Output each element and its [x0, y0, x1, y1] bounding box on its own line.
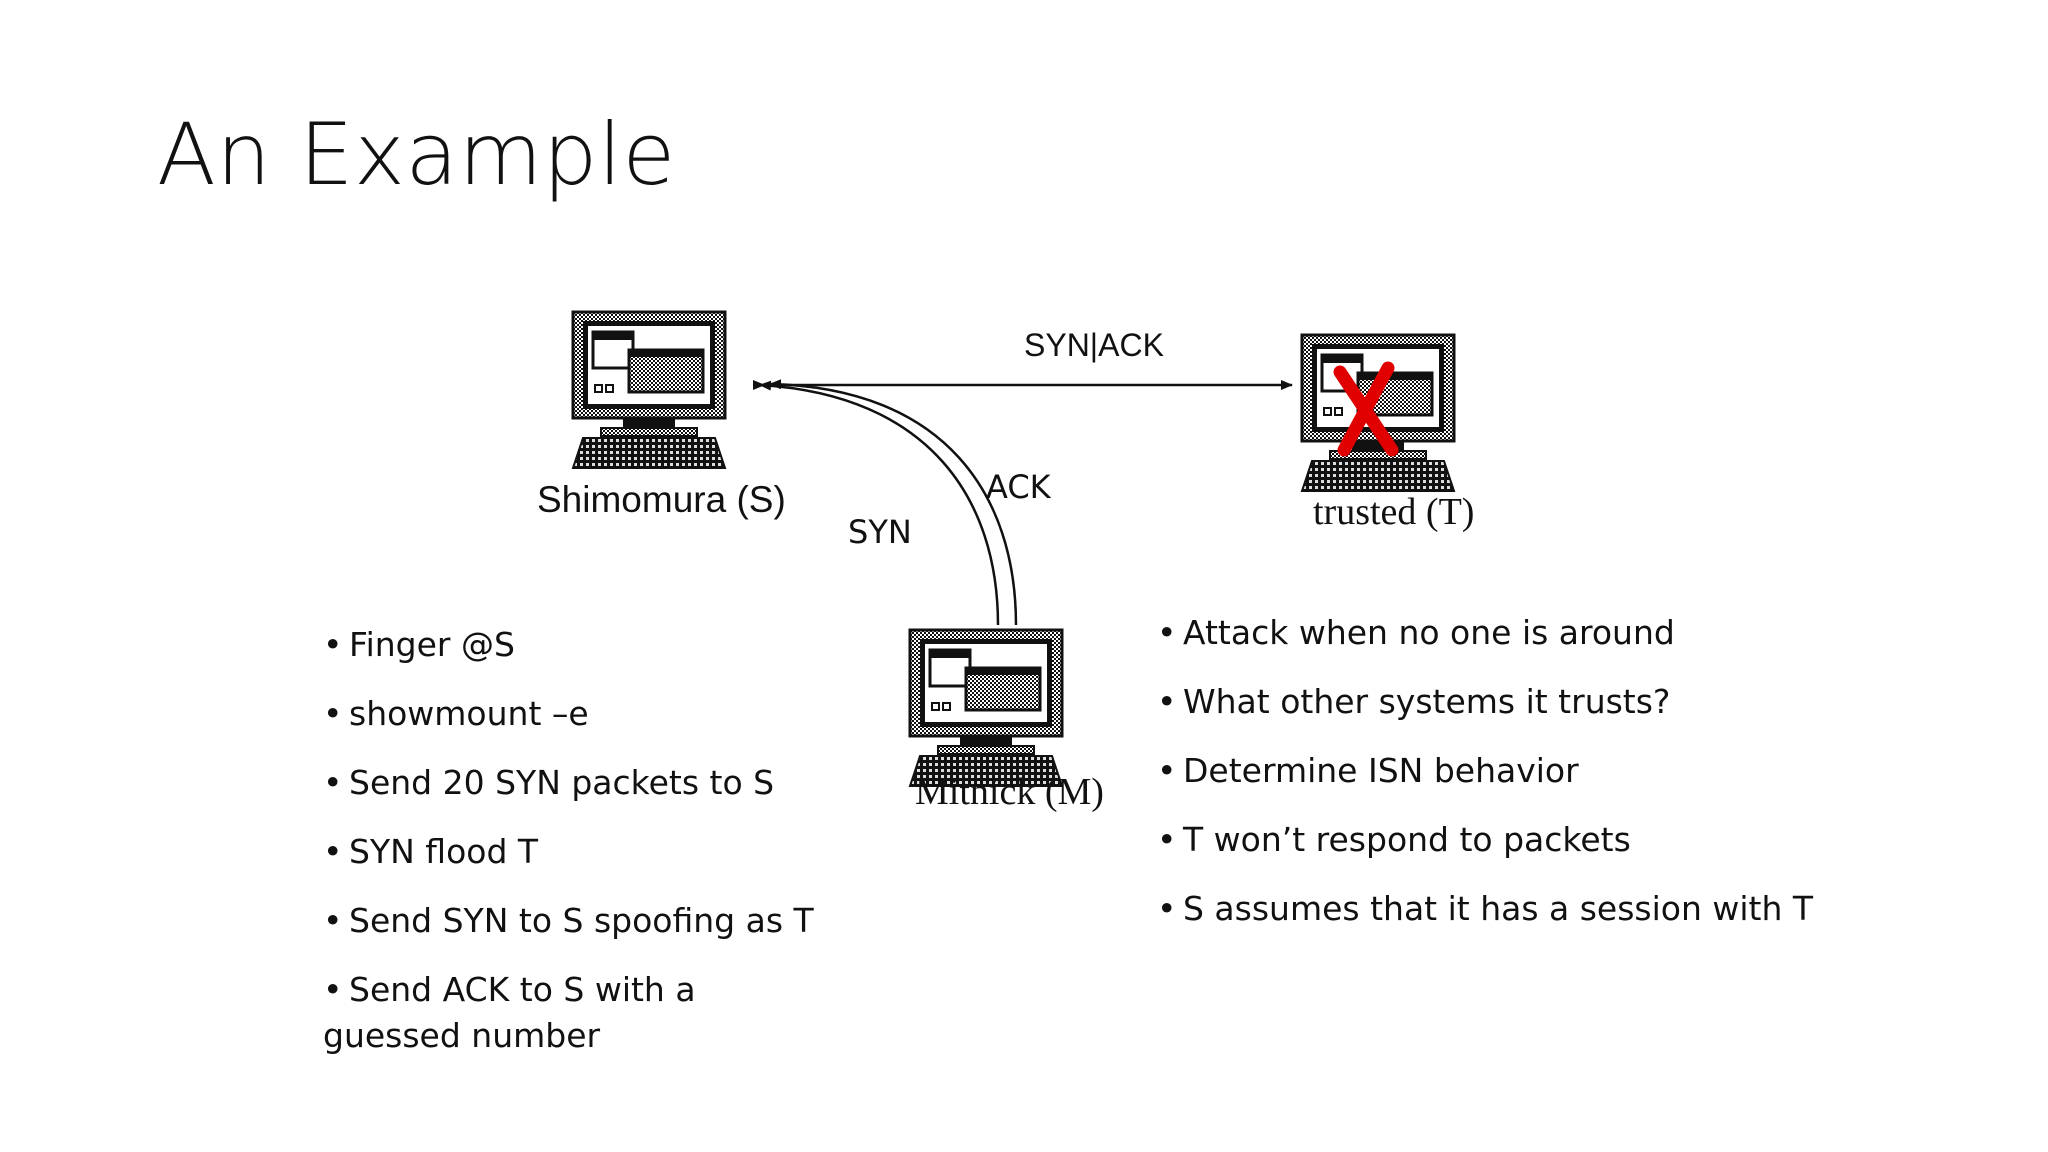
- mitnick-computer-icon: [908, 628, 1064, 788]
- list-item: •Send ACK to S with a guessed number: [323, 970, 696, 1055]
- list-item: •Finger @S: [323, 625, 515, 664]
- syn-label: SYN: [848, 513, 912, 551]
- list-item: •Send 20 SYN packets to S: [323, 763, 775, 802]
- shimomura-computer-icon: [571, 310, 727, 470]
- ack-arrow: [769, 379, 1018, 626]
- slide-title: An Example: [157, 105, 676, 205]
- list-item: •S assumes that it has a session with T: [1157, 889, 1814, 928]
- list-item: •What other systems it trusts?: [1157, 682, 1671, 721]
- list-item: •Send SYN to S spoofing as T: [323, 901, 814, 940]
- list-item: •SYN flood T: [323, 832, 539, 871]
- list-item: •T won’t respond to packets: [1157, 820, 1631, 859]
- right-bullet-list: •Attack when no one is around •What othe…: [1157, 610, 1877, 955]
- mitnick-label: Mitnick (M): [915, 771, 1104, 813]
- synack-label: SYN|ACK: [1024, 327, 1164, 363]
- list-item: •Attack when no one is around: [1157, 613, 1675, 652]
- trusted-label: trusted (T): [1313, 491, 1474, 533]
- left-bullet-list: •Finger @S •showmount –e •Send 20 SYN pa…: [323, 622, 843, 1082]
- shimomura-label: Shimomura (S): [537, 479, 786, 520]
- ack-label: ACK: [986, 468, 1052, 506]
- trusted-computer-icon: [1300, 333, 1456, 493]
- syn-arrow: [759, 380, 1000, 626]
- trusted-disabled-x-icon: [1333, 361, 1399, 457]
- list-item: •showmount –e: [323, 694, 589, 733]
- list-item: •Determine ISN behavior: [1157, 751, 1579, 790]
